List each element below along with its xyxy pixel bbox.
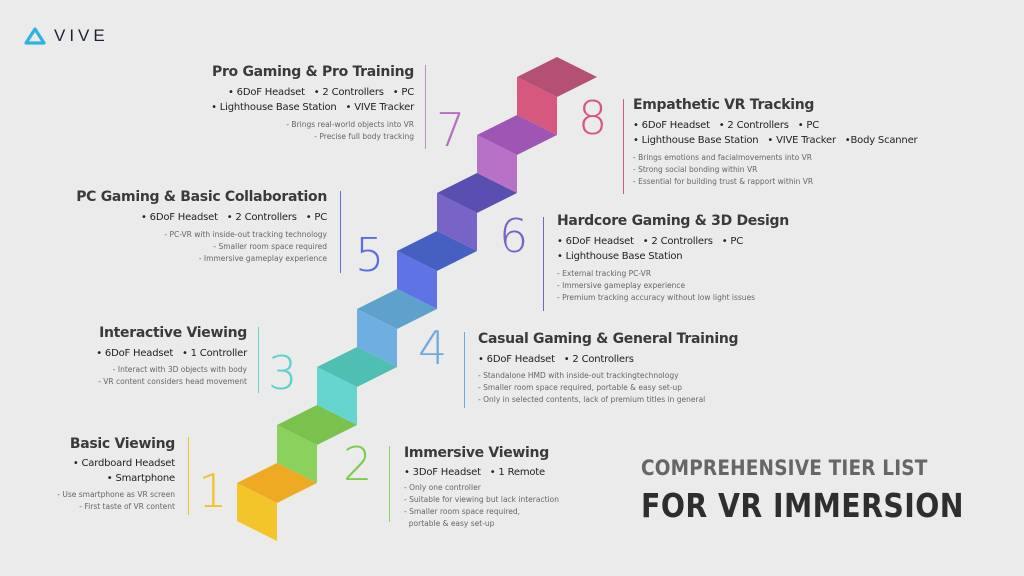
tier-detail: - First taste of VR content <box>79 502 175 511</box>
tier-requirement: • 6DoF Headset • 2 Controllers • PC <box>557 236 743 247</box>
tier-detail: - Only one controller <box>404 483 481 492</box>
vive-logo: VIVE <box>24 26 109 46</box>
tier-5: PC Gaming & Basic Collaboration • 6DoF H… <box>76 189 327 265</box>
tier-detail: - Smaller room space required <box>213 242 327 251</box>
tier-detail: portable & easy set-up <box>404 519 495 528</box>
stair-step-7 <box>477 115 557 193</box>
tier-detail: - Immersive gameplay experience <box>198 254 327 263</box>
tier-detail: - PC-VR with inside-out tracking technol… <box>164 230 327 239</box>
headline-line-2: FOR VR IMMERSION <box>641 486 964 525</box>
stair-step-2 <box>277 405 357 483</box>
tier-requirement: • Lighthouse Base Station • VIVE Tracker <box>211 102 414 113</box>
tier-requirement: • 6DoF Headset • 2 Controllers <box>478 354 634 365</box>
stair-step-3 <box>317 347 397 425</box>
tier-detail: - Strong social bonding within VR <box>633 165 758 174</box>
logo-text: VIVE <box>54 26 109 45</box>
tier-detail: - Only in selected contents, lack of pre… <box>478 395 706 404</box>
tier-detail: - VR content considers head movement <box>98 377 247 386</box>
tier-title: Immersive Viewing <box>404 445 549 461</box>
tier-requirement: • Cardboard Headset <box>72 458 175 469</box>
tier-requirement: • 6DoF Headset • 1 Controller <box>96 348 247 359</box>
tier-6-number: 6 <box>499 209 529 263</box>
stair-step-4 <box>357 289 437 367</box>
tier-6: Hardcore Gaming & 3D Design • 6DoF Heads… <box>557 213 789 304</box>
tier-8: Empathetic VR Tracking • 6DoF Headset • … <box>633 97 918 188</box>
tier-8-divider <box>623 99 624 194</box>
tier-requirement: • 6DoF Headset • 2 Controllers • PC <box>633 120 819 131</box>
stair-step-5 <box>397 231 477 309</box>
tier-1-number: 1 <box>198 464 228 518</box>
tier-detail: - Immersive gameplay experience <box>557 281 686 290</box>
tier-title: Basic Viewing <box>69 436 175 452</box>
tier-3: Interactive Viewing • 6DoF Headset • 1 C… <box>96 325 247 388</box>
tier-2: Immersive Viewing • 3DoF Headset • 1 Rem… <box>404 445 559 530</box>
tier-detail: - Suitable for viewing but lack interact… <box>404 495 559 504</box>
tier-4: Casual Gaming & General Training • 6DoF … <box>478 331 739 406</box>
tier-requirement: • 6DoF Headset • 2 Controllers • PC <box>141 212 327 223</box>
tier-detail: - Use smartphone as VR screen <box>57 490 175 499</box>
tier-7-divider <box>425 65 426 149</box>
tier-6-divider <box>543 217 544 311</box>
headline-line-1: COMPREHENSIVE TIER LIST <box>641 456 928 480</box>
tier-2-divider <box>389 446 390 522</box>
tier-3-divider <box>258 327 259 393</box>
tier-detail: - Premium tracking accuracy without low … <box>557 293 756 302</box>
headline: COMPREHENSIVE TIER LIST FOR VR IMMERSION <box>641 456 1017 525</box>
tier-7: Pro Gaming & Pro Training • 6DoF Headset… <box>211 64 414 143</box>
tier-title: PC Gaming & Basic Collaboration <box>76 189 327 205</box>
tier-1: Basic Viewing • Cardboard Headset • Smar… <box>57 436 175 513</box>
tier-detail: - Essential for building trust & rapport… <box>633 177 814 186</box>
tier-detail: - Interact with 3D objects with body <box>112 365 247 374</box>
tier-5-divider <box>340 191 341 273</box>
tier-title: Empathetic VR Tracking <box>633 97 815 113</box>
vive-triangle-icon <box>24 27 46 45</box>
stair-step-8 <box>517 57 597 135</box>
tier-detail: - Precise full body tracking <box>314 132 414 141</box>
tier-detail: - Brings real-world objects into VR <box>286 120 414 129</box>
tier-title: Hardcore Gaming & 3D Design <box>557 213 789 229</box>
tier-2-number: 2 <box>343 437 373 491</box>
tier-7-number: 7 <box>436 103 466 157</box>
stair-step-6 <box>437 173 517 251</box>
tier-3-number: 3 <box>268 346 298 400</box>
tier-title: Interactive Viewing <box>99 325 247 341</box>
tier-detail: - Smaller room space required, <box>404 507 520 516</box>
tier-4-number: 4 <box>418 321 448 375</box>
tier-detail: - External tracking PC-VR <box>557 269 652 278</box>
stair-step-1 <box>237 463 317 541</box>
tier-4-divider <box>464 332 465 408</box>
tier-requirement: • 6DoF Headset • 2 Controllers • PC <box>228 87 414 98</box>
tier-title: Casual Gaming & General Training <box>478 331 739 347</box>
tier-requirement: • Lighthouse Base Station • VIVE Tracker… <box>633 135 918 146</box>
tier-requirement: • 3DoF Headset • 1 Remote <box>404 467 545 478</box>
tier-5-number: 5 <box>355 228 385 282</box>
tier-detail: - Smaller room space required, portable … <box>478 383 683 392</box>
tier-detail: - Brings emotions and facialmovements in… <box>633 153 812 162</box>
tier-detail: - Standalone HMD with inside-out trackin… <box>478 371 679 380</box>
tier-1-divider <box>188 437 189 515</box>
tier-requirement: • Lighthouse Base Station <box>557 251 683 262</box>
tier-8-number: 8 <box>578 91 608 145</box>
tier-title: Pro Gaming & Pro Training <box>211 64 414 80</box>
tier-requirement: • Smartphone <box>106 473 175 484</box>
